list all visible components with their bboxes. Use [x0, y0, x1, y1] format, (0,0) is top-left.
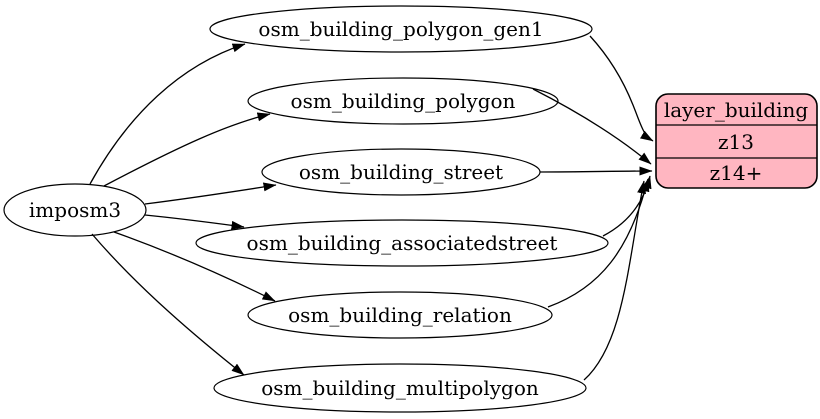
layer-building-row-z13: z13 — [718, 130, 754, 154]
edge-polygon-to-z14 — [532, 88, 652, 165]
edge-imposm3-to-polygon — [103, 112, 271, 187]
edge-relation-to-z14 — [547, 178, 650, 308]
polygon-gen1-label: osm_building_polygon_gen1 — [258, 17, 543, 41]
multipolygon-ellipse — [213, 363, 587, 413]
node-osm-building-multipolygon: osm_building_multipolygon — [213, 363, 587, 413]
imposm3-ellipse — [3, 183, 147, 237]
relation-ellipse — [247, 291, 553, 339]
node-osm-building-associatedstreet: osm_building_associatedstreet — [195, 219, 609, 267]
edge-multipolygon-to-z14 — [583, 180, 646, 381]
node-imposm3: imposm3 — [3, 183, 147, 237]
edge-imposm3-to-relation — [113, 231, 276, 302]
layer-building-title: layer_building — [664, 98, 809, 122]
relation-label: osm_building_relation — [288, 303, 512, 327]
layer-building-row-z14: z14+ — [710, 161, 763, 185]
node-osm-building-polygon: osm_building_polygon — [247, 77, 559, 125]
edge-polygon-gen1-to-z13 — [589, 35, 654, 142]
imposm3-label: imposm3 — [29, 198, 121, 222]
street-label: osm_building_street — [299, 160, 503, 184]
polygon-gen1-ellipse — [209, 5, 593, 53]
edge-street-to-z14 — [539, 166, 653, 176]
associatedstreet-label: osm_building_associatedstreet — [247, 231, 558, 255]
edge-imposm3-to-polygon-gen1 — [89, 43, 246, 185]
edge-imposm3-to-street — [144, 182, 277, 205]
polygon-label: osm_building_polygon — [291, 89, 516, 113]
edges — [89, 35, 654, 381]
associatedstreet-ellipse — [195, 219, 609, 267]
edge-imposm3-to-associatedstreet — [144, 214, 245, 230]
multipolygon-label: osm_building_multipolygon — [261, 376, 539, 400]
layer-building-box — [655, 93, 818, 189]
polygon-ellipse — [247, 77, 559, 125]
edge-imposm3-to-multipolygon — [91, 233, 245, 376]
node-osm-building-relation: osm_building_relation — [247, 291, 553, 339]
node-osm-building-polygon-gen1: osm_building_polygon_gen1 — [209, 5, 593, 53]
node-layer-building: layer_building z13 z14+ — [655, 93, 818, 189]
node-osm-building-street: osm_building_street — [261, 148, 541, 196]
